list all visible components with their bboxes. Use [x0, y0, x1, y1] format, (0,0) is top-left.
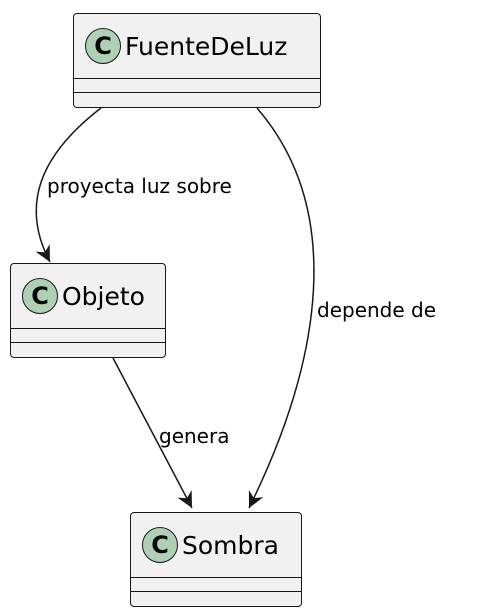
attributes-divider	[11, 328, 165, 329]
attributes-divider	[74, 78, 320, 79]
edge-label-depende-de: depende de	[317, 298, 437, 322]
edge-label-genera: genera	[159, 424, 230, 448]
class-stereotype-icon: C	[142, 527, 178, 563]
methods-divider	[11, 342, 165, 343]
methods-divider	[74, 92, 320, 93]
class-objeto[interactable]: C Objeto	[10, 263, 166, 358]
attributes-divider	[131, 577, 301, 578]
class-stereotype-icon: C	[22, 278, 58, 314]
class-name: FuenteDeLuz	[125, 31, 288, 61]
edge-fuentedeluz-sombra	[248, 107, 315, 509]
class-stereotype-icon: C	[85, 28, 121, 64]
edge-label-proyecta-luz-sobre: proyecta luz sobre	[47, 174, 232, 198]
methods-divider	[131, 591, 301, 592]
edge-fuentedeluz-objeto	[35, 107, 102, 263]
class-name: Objeto	[62, 281, 145, 311]
class-fuentedeluz[interactable]: C FuenteDeLuz	[73, 13, 321, 108]
edge-objeto-sombra	[112, 357, 193, 509]
class-name: Sombra	[182, 530, 279, 560]
class-sombra[interactable]: C Sombra	[130, 512, 302, 607]
